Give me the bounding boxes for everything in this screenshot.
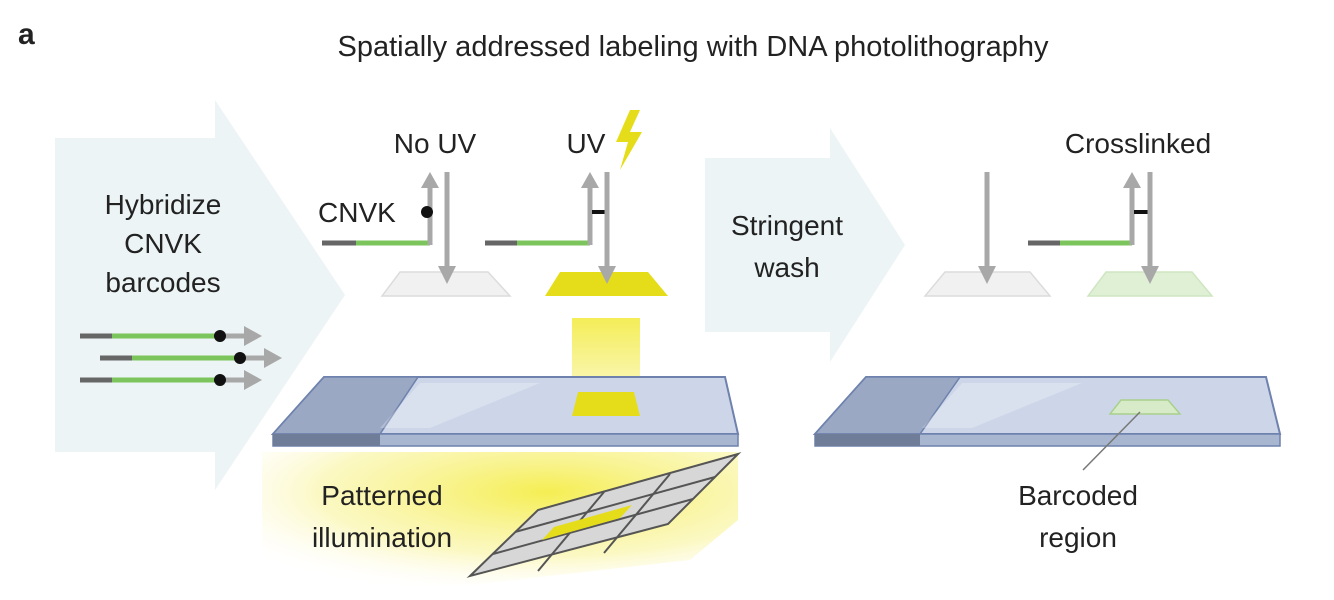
svg-text:region: region (1039, 522, 1117, 553)
stringent-wash-step-arrow (705, 128, 905, 362)
barcode-strand (100, 348, 282, 368)
crosslinked-label: Crosslinked (1065, 128, 1211, 159)
slide-1-exposed-spot (572, 392, 640, 416)
barcode-strand (80, 326, 262, 346)
svg-text:CNVK: CNVK (124, 228, 202, 259)
barcoded-region-pointer (1082, 411, 1141, 471)
mask-open-window (542, 505, 632, 540)
svg-text:Barcoded: Barcoded (1018, 480, 1138, 511)
hybridize-step-arrow (55, 100, 345, 490)
barcode-strand (80, 370, 262, 390)
uv-label: UV (567, 128, 606, 159)
cnvk-label: CNVK (318, 197, 396, 228)
crosslinked-construct (1028, 172, 1214, 297)
barcoded-region-label: Barcoded region (1018, 480, 1138, 553)
photomask-grid (466, 452, 742, 578)
glass-slide-2 (812, 376, 1282, 447)
free-barcode-strands (80, 326, 282, 390)
uv-surface-illuminated (545, 272, 668, 296)
svg-text:Stringent: Stringent (731, 210, 843, 241)
glass-slide-1 (270, 376, 740, 447)
no-uv-surface (380, 271, 512, 297)
svg-text:barcodes: barcodes (105, 267, 220, 298)
no-uv-construct (322, 172, 512, 297)
barcoded-region-spot (1108, 399, 1182, 415)
stringent-wash-label: Stringent wash (731, 210, 843, 283)
svg-text:wash: wash (753, 252, 819, 283)
hybridize-step-label: Hybridize CNVK barcodes (105, 189, 222, 298)
patterned-light-glow (262, 452, 738, 585)
patterned-illumination-label: Patterned illumination (312, 480, 452, 553)
uv-construct (485, 172, 668, 296)
washed-unexposed-construct (923, 172, 1052, 297)
lightning-bolt-icon (616, 110, 642, 170)
panel-letter: a (18, 18, 35, 51)
svg-text:Patterned: Patterned (321, 480, 442, 511)
no-uv-label: No UV (394, 128, 477, 159)
svg-text:Hybridize: Hybridize (105, 189, 222, 220)
figure-title: Spatially addressed labeling with DNA ph… (338, 31, 1049, 63)
washed-surface-blank (923, 271, 1052, 297)
svg-text:illumination: illumination (312, 522, 452, 553)
